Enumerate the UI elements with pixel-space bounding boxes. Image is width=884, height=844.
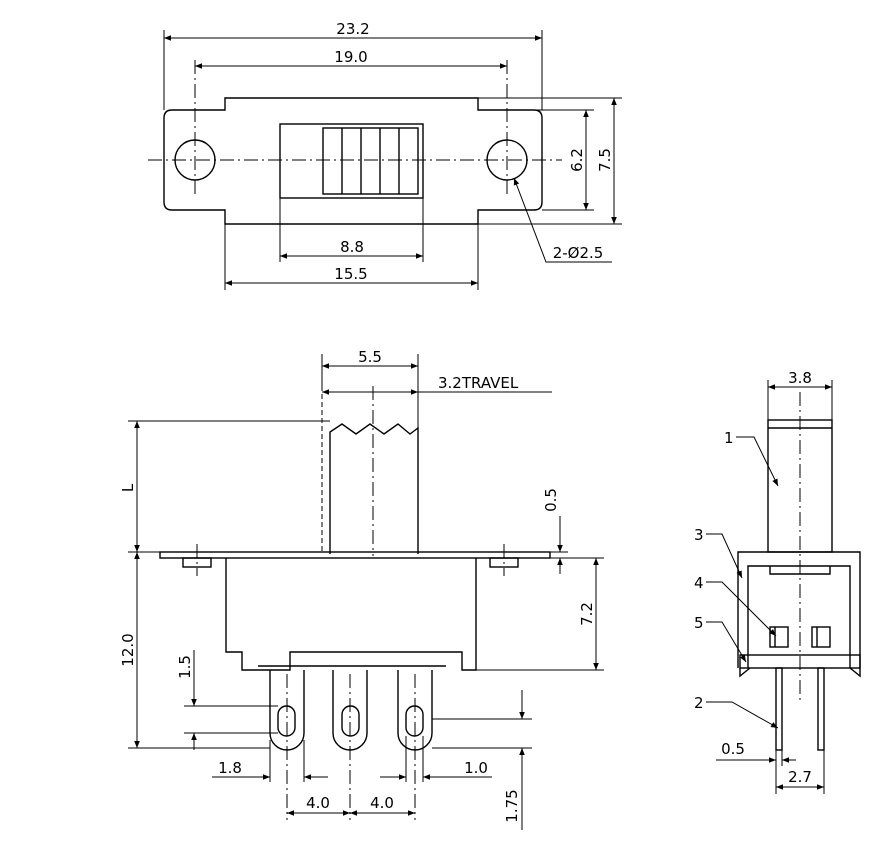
dim-actuator-width: 5.5 bbox=[358, 348, 382, 366]
dim-overall-length: 23.2 bbox=[336, 20, 369, 38]
part-label-5: 5 bbox=[694, 614, 704, 632]
side-view-terminal-left bbox=[775, 667, 783, 751]
part-label-2: 2 bbox=[694, 694, 704, 712]
dim-pitch-left: 4.0 bbox=[306, 794, 330, 812]
dim-flange-width: 7.5 bbox=[596, 148, 614, 172]
front-view: 5.5 3.2TRAVEL L 0.5 7.2 12.0 1.5 bbox=[119, 348, 604, 830]
part-label-4: 4 bbox=[694, 574, 704, 592]
part-label-1: 1 bbox=[724, 429, 734, 447]
side-view-housing bbox=[737, 551, 861, 668]
mount-hole-callout: 2-Ø2.5 bbox=[553, 244, 604, 262]
dim-terminal-row-spacing: 2.7 bbox=[788, 768, 812, 786]
side-view-terminal-right bbox=[817, 667, 825, 751]
dim-actuator-height: L bbox=[119, 483, 137, 492]
top-view-slider-knob bbox=[322, 127, 419, 195]
dim-overall-height: 12.0 bbox=[119, 633, 137, 666]
dim-flange-thickness: 0.5 bbox=[542, 488, 560, 512]
dim-actuator-thickness: 3.8 bbox=[788, 369, 812, 387]
dim-housing-height: 7.2 bbox=[578, 602, 596, 626]
dim-housing-width: 6.2 bbox=[568, 148, 586, 172]
dim-slot-width: 1.0 bbox=[464, 759, 488, 777]
top-view-flange-outline bbox=[163, 97, 543, 225]
travel-note: 3.2TRAVEL bbox=[438, 374, 519, 392]
front-view-flange bbox=[159, 551, 551, 559]
side-view: 3.8 0.5 2.7 1 3 4 5 2 bbox=[694, 369, 861, 794]
front-view-housing bbox=[225, 558, 477, 671]
dim-terminal-width: 1.8 bbox=[218, 759, 242, 777]
front-view-actuator bbox=[329, 423, 419, 554]
dim-mount-hole-spacing: 19.0 bbox=[334, 48, 367, 66]
dim-slot-offset: 1.5 bbox=[176, 655, 194, 679]
top-view: 23.2 19.0 8.8 15.5 6.2 7.5 2-Ø2.5 bbox=[148, 20, 622, 290]
dim-terminal-thickness: 0.5 bbox=[721, 740, 745, 758]
dim-slot-height: 1.75 bbox=[503, 789, 521, 822]
dim-housing-length: 15.5 bbox=[334, 265, 367, 283]
top-view-actuator-window bbox=[279, 123, 424, 199]
dim-pitch-right: 4.0 bbox=[370, 794, 394, 812]
dim-actuator-window: 8.8 bbox=[340, 238, 364, 256]
part-label-3: 3 bbox=[694, 526, 704, 544]
